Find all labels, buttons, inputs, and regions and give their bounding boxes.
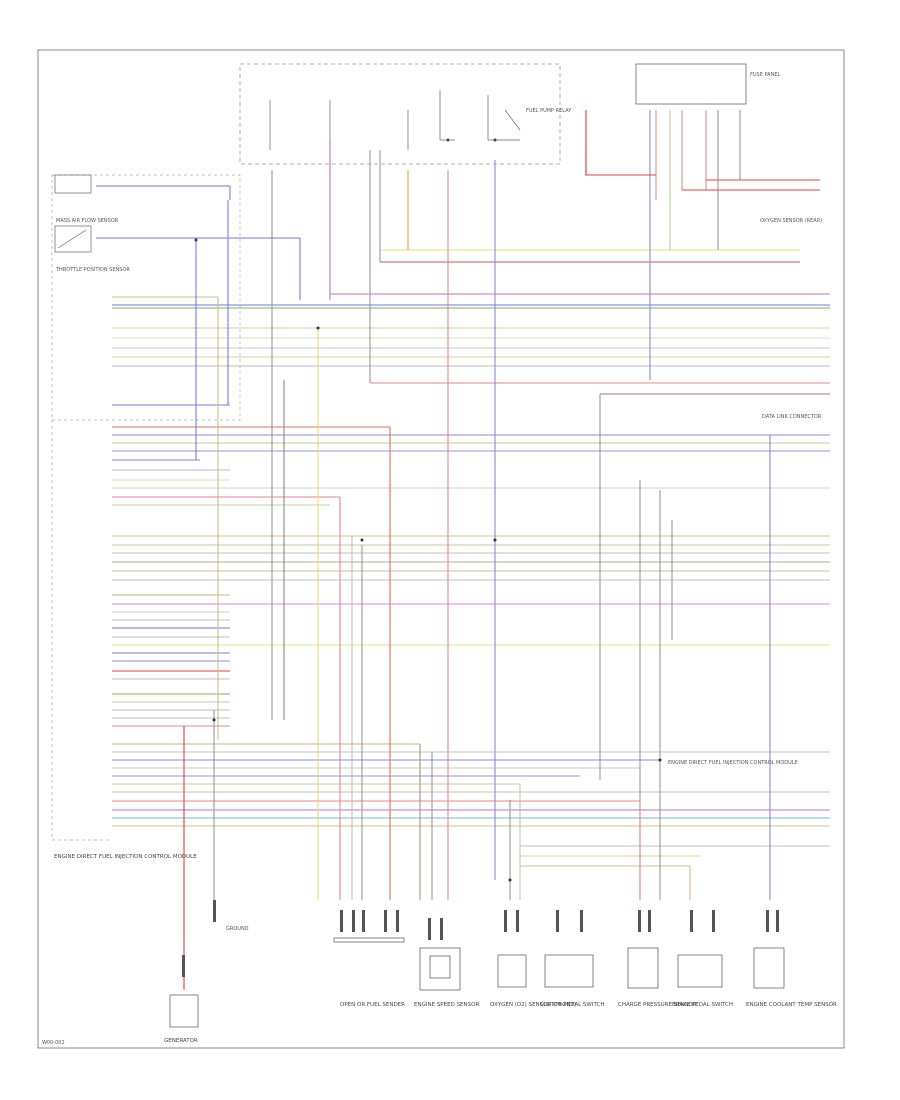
brake-switch-box: [677, 954, 723, 988]
diagram-frame: [37, 49, 845, 1049]
label-engine-speed: ENGINE SPEED SENSOR: [414, 1002, 479, 1008]
label-fuel-sender: OPEN OR FUEL SENDER: [340, 1002, 405, 1008]
fuse-relay-box: [239, 63, 561, 165]
label-mass-air-flow: MASS AIR FLOW SENSOR: [56, 218, 119, 224]
label-o2-front: OXYGEN (O2) SENSOR (FRONT): [490, 1002, 576, 1008]
label-relay: FUEL PUMP RELAY: [526, 108, 572, 114]
footer-id: W00-002: [42, 1040, 65, 1046]
label-clutch: CLUTCH PEDAL SWITCH: [540, 1002, 605, 1008]
label-throttle: THROTTLE POSITION SENSOR: [55, 267, 130, 273]
label-fuse-panel: FUSE PANEL: [750, 72, 780, 78]
label-ground: GROUND: [226, 926, 249, 932]
generator-box: [169, 994, 199, 1028]
label-control-module-main: ENGINE DIRECT FUEL INJECTION CONTROL MOD…: [668, 760, 798, 766]
bottom-components: [169, 937, 785, 1028]
label-coolant: ENGINE COOLANT TEMP SENSOR: [746, 1002, 837, 1008]
charge-pressure-box: [627, 947, 659, 989]
fuse-panel-box: [635, 63, 747, 105]
connector-pins: [182, 900, 779, 977]
mass-air-flow-sensor: [54, 225, 92, 253]
splice-points: [194, 138, 662, 882]
label-data-link: DATA LINK CONNECTOR: [762, 414, 822, 420]
fuel-sender-bar: [333, 937, 405, 943]
sensor-top-left: [54, 174, 92, 194]
label-brake: BRAKE PEDAL SWITCH: [672, 1002, 733, 1008]
relay-internals: [269, 90, 521, 150]
label-o2-rear: OXYGEN SENSOR (REAR): [760, 218, 822, 224]
label-charge-pressure: CHARGE PRESSURE SENSOR: [618, 1002, 697, 1008]
power-feed-wires: [96, 110, 820, 300]
o2-sensor-box: [497, 954, 527, 988]
wire-bundle-vertical: [183, 110, 771, 990]
label-generator: GENERATOR: [164, 1038, 198, 1044]
wire-bundle-horizontal: [112, 249, 830, 867]
coolant-temp-box: [753, 947, 785, 989]
clutch-switch-box: [544, 954, 594, 988]
label-control-module: ENGINE DIRECT FUEL INJECTION CONTROL MOD…: [54, 854, 197, 860]
